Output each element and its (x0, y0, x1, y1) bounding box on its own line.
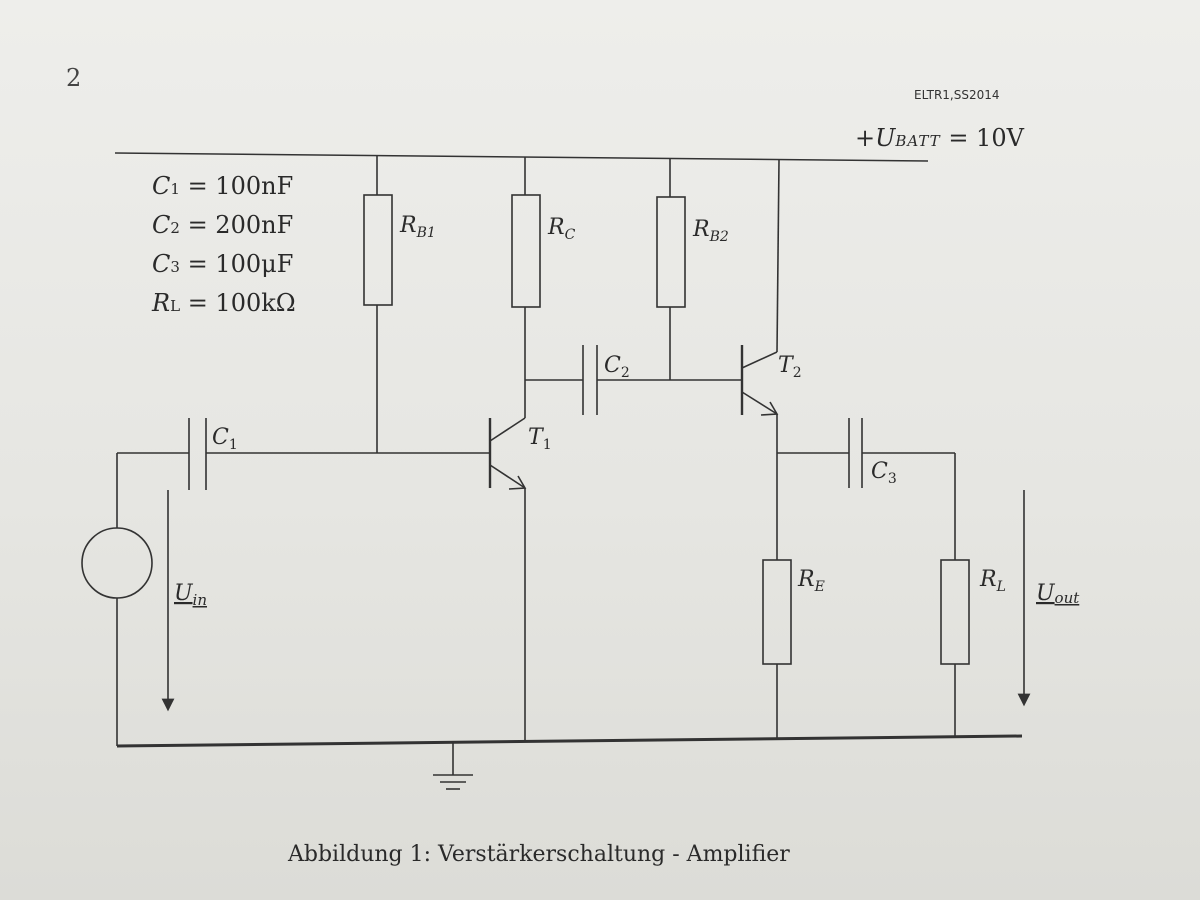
transistor-t2-emitter-leg (741, 391, 778, 415)
supply-symbol: +U (855, 124, 896, 152)
label-rb2: RB2 (692, 217, 729, 245)
figure-caption: Abbildung 1: Verstärkerschaltung - Ampli… (288, 842, 790, 867)
resistor-rb1 (363, 194, 393, 306)
page-number: 2 (66, 64, 82, 92)
supply-rail (114, 152, 929, 162)
ground-rail (116, 734, 1023, 748)
label-uout: Uout (1036, 581, 1080, 607)
wire-t2-collector (776, 159, 780, 353)
label-c1: C1 (212, 425, 238, 453)
param-c2: C2 = 200nF (152, 211, 294, 239)
input-voltage-source (81, 527, 153, 599)
transistor-t1-collector-leg (489, 417, 526, 442)
label-c2: C2 (604, 353, 630, 381)
label-re: RE (797, 567, 825, 595)
course-label: ELTR1,SS2014 (914, 88, 1000, 102)
param-c3: C3 = 100μF (152, 250, 294, 278)
label-rl: RL (979, 567, 1006, 595)
resistor-rc (511, 194, 541, 308)
label-uin: Uin (174, 581, 207, 609)
param-rl: RL = 100kΩ (152, 289, 296, 317)
component-values-list: C1 = 100nF C2 = 200nF C3 = 100μF RL = 10… (152, 168, 296, 324)
label-rb1: RB1 (399, 213, 436, 241)
transistor-t2-collector-leg (741, 351, 778, 369)
label-c3: C3 (871, 459, 897, 487)
supply-voltage-label: +UBATT = 10V (855, 124, 1024, 152)
resistor-re (762, 559, 792, 665)
supply-value: = 10V (948, 124, 1024, 152)
resistor-rb2 (656, 196, 686, 308)
label-t1: T1 (528, 425, 552, 453)
transistor-t1-emitter-leg (489, 464, 526, 489)
label-rc: RC (547, 215, 576, 243)
resistor-rl (940, 559, 970, 665)
label-t2: T2 (778, 353, 802, 381)
supply-subscript: BATT (895, 132, 941, 150)
param-c1: C1 = 100nF (152, 172, 294, 200)
